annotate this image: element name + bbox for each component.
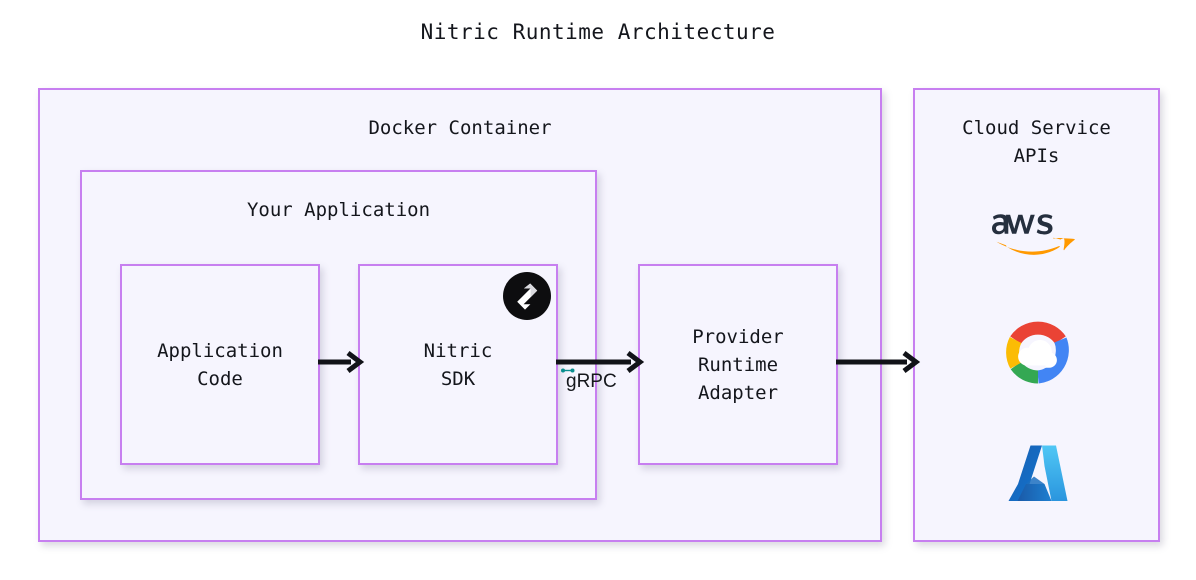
microsoft-azure-logo-icon xyxy=(1004,440,1072,508)
provider-runtime-adapter-node[interactable]: Provider Runtime Adapter xyxy=(638,264,838,465)
nitric-sdk-label: Nitric SDK xyxy=(423,339,493,390)
provider-runtime-adapter-label: Provider Runtime Adapter xyxy=(692,325,784,404)
edge-label-grpc: gRPC xyxy=(566,371,617,392)
cloud-service-apis-cluster[interactable]: Cloud Service APIs xyxy=(913,88,1160,542)
application-code-label: Application Code xyxy=(157,339,283,390)
docker-container-label: Docker Container xyxy=(368,117,552,139)
aws-logo-icon xyxy=(992,202,1084,258)
edge-label-anchor-icon xyxy=(561,368,575,373)
edge-sdk-to-adapter-arrow xyxy=(556,351,645,373)
edge-code-to-sdk-arrow xyxy=(318,351,365,373)
application-code-node[interactable]: Application Code xyxy=(120,264,320,465)
nitric-logo-icon xyxy=(503,272,551,320)
page-title: Nitric Runtime Architecture xyxy=(420,20,776,44)
cloud-service-apis-label: Cloud Service APIs xyxy=(962,117,1111,167)
google-cloud-logo-icon xyxy=(1000,316,1076,384)
your-application-label: Your Application xyxy=(246,199,431,221)
edge-adapter-to-cloud-arrow xyxy=(836,351,921,373)
